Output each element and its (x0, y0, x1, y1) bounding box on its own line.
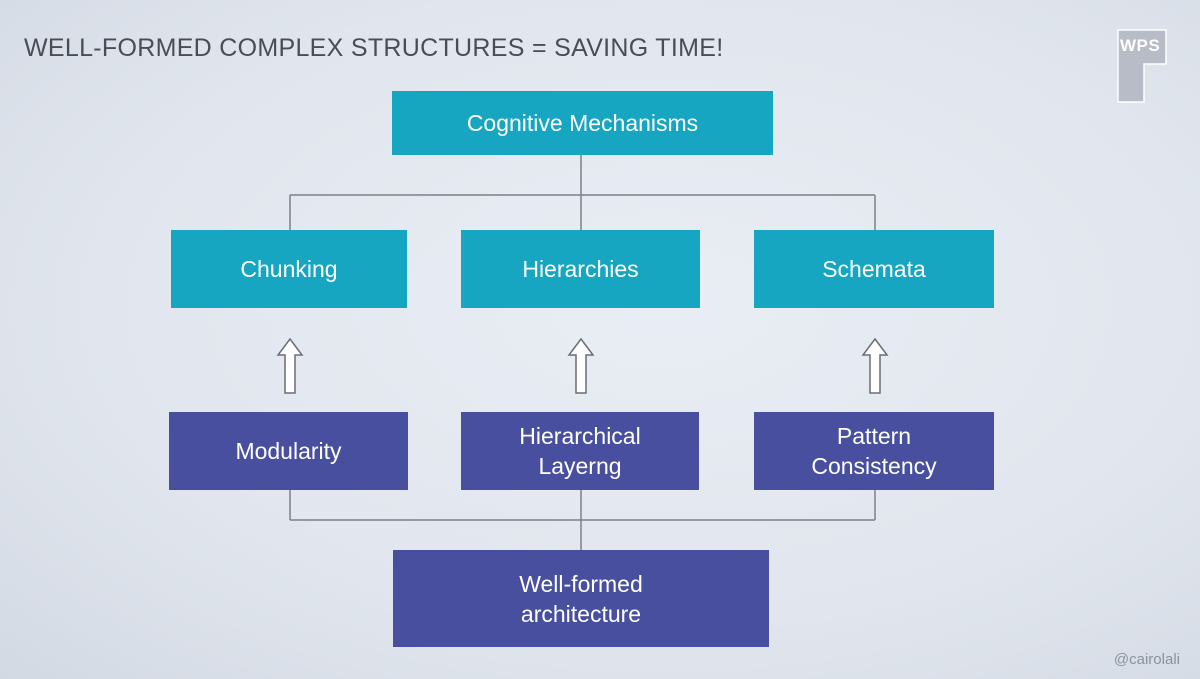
pattern-consistency-box: Pattern Consistency (754, 412, 994, 490)
hollow-up-arrow-icon (567, 337, 595, 394)
hollow-up-arrow-icon (276, 337, 304, 394)
schemata-box: Schemata (754, 230, 994, 308)
well-formed-architecture-box: Well-formed architecture (393, 550, 769, 647)
cognitive-mechanisms-box: Cognitive Mechanisms (392, 91, 773, 155)
hierarchies-box: Hierarchies (461, 230, 700, 308)
credit-handle: @cairolali (1113, 651, 1180, 668)
modularity-box: Modularity (169, 412, 408, 490)
slide-title: WELL-FORMED COMPLEX STRUCTURES = SAVING … (24, 34, 724, 62)
wps-logo-icon: WPS (1116, 28, 1168, 104)
chunking-box: Chunking (171, 230, 407, 308)
logo-text: WPS (1120, 36, 1161, 55)
hollow-up-arrow-icon (861, 337, 889, 394)
hierarchical-layering-box: Hierarchical Layerng (461, 412, 699, 490)
